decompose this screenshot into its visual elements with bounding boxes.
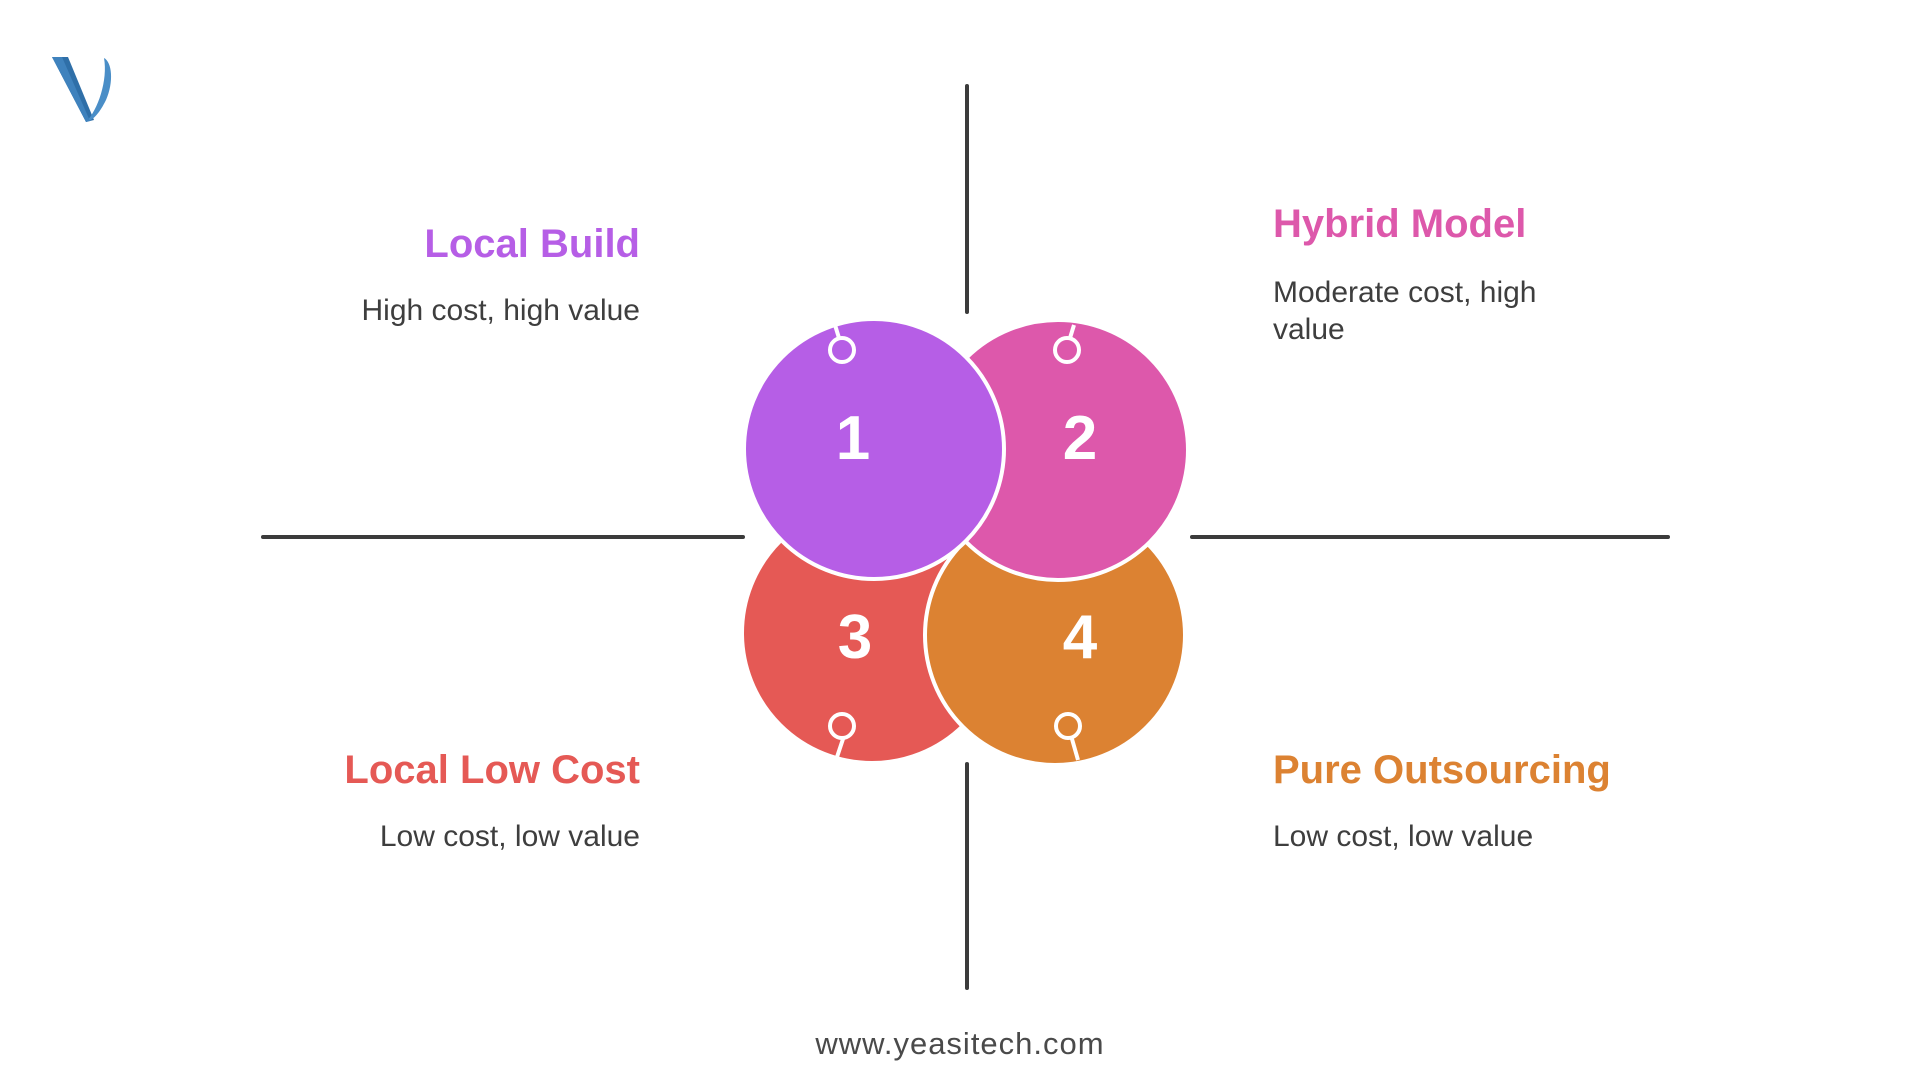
circle-2: 2 [926,318,1190,582]
circle-2-number: 2 [1063,404,1097,473]
quadrant-4-description: Low cost, low value [1273,820,1534,853]
circle-1-number: 1 [836,404,870,473]
quadrant-3-description: Low cost, low value [379,820,640,853]
v-logo-icon [52,57,112,122]
circle-3-connector-icon [828,712,856,740]
quadrant-1-description: High cost, high value [361,294,641,327]
circle-1-shape [742,317,1006,581]
quadrant-2-description: Moderate cost, high value [1273,276,1537,346]
circle-3-number: 3 [838,603,872,672]
circle-1-connector-icon [828,336,856,364]
circle-4-connector-icon [1054,712,1082,740]
quadrant-2-title: Hybrid Model [1273,202,1527,246]
circle-2-connector-icon [1053,336,1081,364]
circle-1: 1 [742,317,1006,581]
circle-4-number: 4 [1063,603,1098,672]
quadrant-1-title: Local Build [424,222,640,266]
quadrant-4-title: Pure Outsourcing [1273,748,1611,792]
website-url[interactable]: www.yeasitech.com [815,1026,1105,1061]
quadrant-3-title: Local Low Cost [344,748,640,792]
